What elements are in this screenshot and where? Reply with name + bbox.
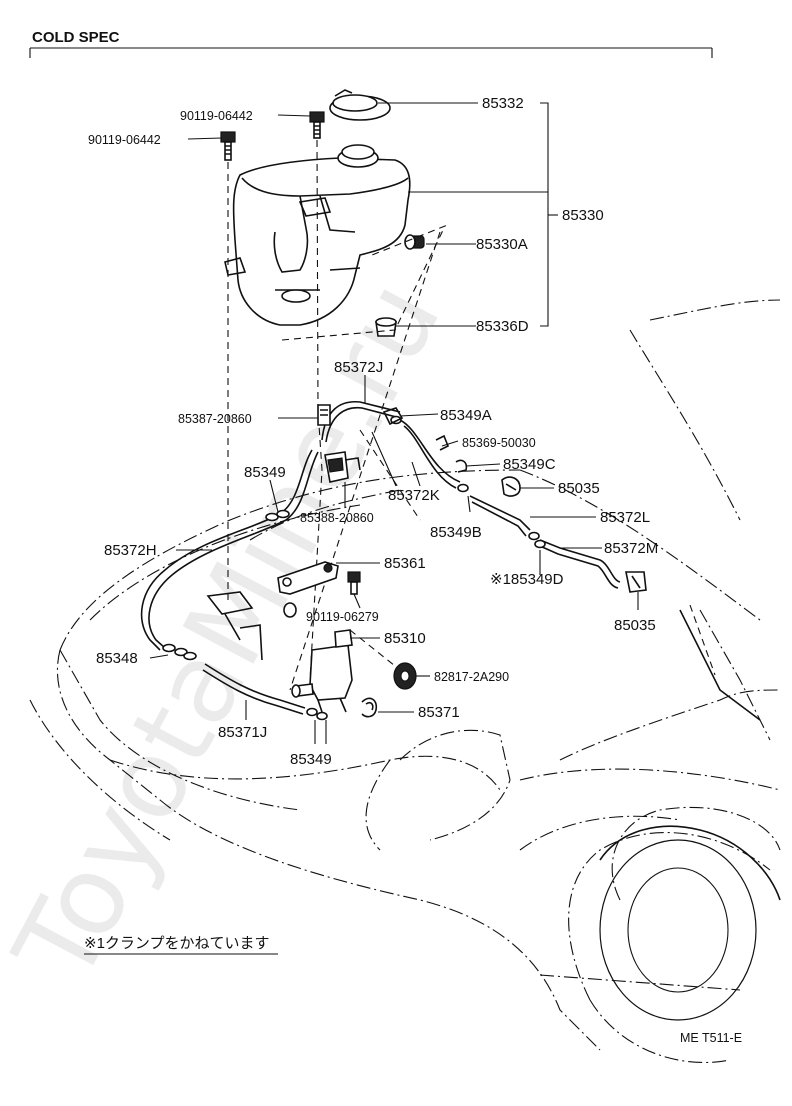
label-90119-b: 90119-06442 — [88, 133, 161, 147]
label-85332: 85332 — [482, 95, 524, 112]
plug-85336d — [375, 317, 397, 337]
label-85035-upper: 85035 — [558, 480, 600, 497]
label-85372m: 85372M — [604, 540, 658, 557]
part-labels: 85332 85330 85330A 85336D 90119-06442 90… — [88, 95, 658, 768]
hose-85371 — [361, 697, 378, 718]
bracket-85361 — [277, 561, 339, 595]
valve-85388 — [324, 451, 361, 483]
label-85372l: 85372L — [600, 509, 650, 526]
label-85372k: 85372K — [388, 487, 440, 504]
label-85336d: 85336D — [476, 318, 529, 335]
label-85388: 85388-20860 — [300, 511, 374, 525]
pump-85310 — [291, 629, 353, 713]
clip-85035-upper — [501, 476, 521, 497]
o-ring — [283, 602, 297, 618]
mounting-bracket — [206, 591, 263, 661]
clamp-85369 — [435, 434, 450, 451]
label-85387: 85387-20860 — [178, 412, 252, 426]
clamp-85349c — [455, 459, 468, 473]
label-85372j: 85372J — [334, 359, 383, 376]
diagram-title: COLD SPEC — [32, 29, 120, 46]
grommet-85330a — [404, 234, 425, 250]
tank-cap — [329, 89, 391, 121]
bolt-90119-06279 — [347, 571, 361, 595]
leader-lines — [149, 102, 639, 744]
label-85361: 85361 — [384, 555, 426, 572]
hose-85372h — [140, 449, 319, 651]
bolt-90119-right — [309, 111, 325, 139]
label-85349-upper: 85349 — [244, 464, 286, 481]
label-85349-lower: 85349 — [290, 751, 332, 768]
label-85310: 85310 — [384, 630, 426, 647]
hose-joints — [162, 415, 546, 721]
label-85330: 85330 — [562, 207, 604, 224]
clip-85035-lower — [625, 571, 647, 593]
label-85369: 85369-50030 — [462, 436, 536, 450]
washer-tank — [224, 144, 411, 326]
hood-edge — [679, 609, 761, 721]
label-85349c: 85349C — [503, 456, 556, 473]
label-85348: 85348 — [96, 650, 138, 667]
hose-85372m — [539, 539, 621, 589]
label-85349a: 85349A — [440, 407, 492, 424]
hose-85372j — [321, 400, 401, 443]
bolt-90119-left — [220, 131, 236, 161]
label-85035-lower: 85035 — [614, 617, 656, 634]
label-85349b: 85349B — [430, 524, 482, 541]
clamp-85349a — [382, 407, 404, 426]
hose-85371j — [202, 663, 306, 715]
label-82817: 82817-2A290 — [434, 670, 509, 684]
figure-code: ME T511-E — [680, 1031, 742, 1045]
hose-85372l — [469, 495, 531, 537]
label-85330a: 85330A — [476, 236, 528, 253]
grommet-82817 — [393, 662, 417, 690]
label-85371: 85371 — [418, 704, 460, 721]
label-85372h: 85372H — [104, 542, 157, 559]
label-85371j: 85371J — [218, 724, 267, 741]
label-90119-a: 90119-06442 — [180, 109, 253, 123]
clamp-85387 — [317, 404, 331, 426]
label-90119-06279: 90119-06279 — [306, 610, 379, 624]
clamp-note: ※1クランプをかねています — [84, 935, 269, 952]
label-85349d: ※185349D — [490, 571, 564, 588]
hose-85372k — [399, 419, 461, 489]
car-body-outline — [29, 299, 781, 1063]
front-wheel-outline — [599, 825, 781, 1021]
